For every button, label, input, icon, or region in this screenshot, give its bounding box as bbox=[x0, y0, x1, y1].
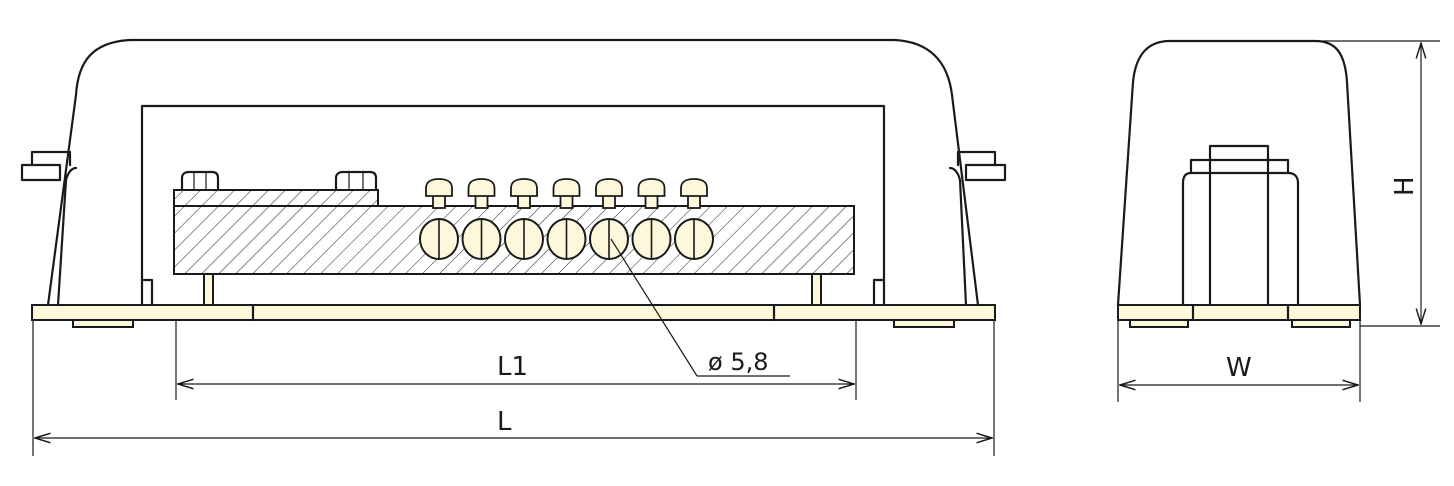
side-view bbox=[1116, 39, 1362, 328]
screw-head bbox=[467, 178, 496, 197]
terminal-screw bbox=[461, 178, 502, 260]
h-label: H bbox=[1390, 176, 1420, 196]
screw-head bbox=[510, 178, 538, 197]
l1-dimension: L1 bbox=[175, 320, 857, 400]
terminal-screw bbox=[674, 178, 714, 260]
left-foot bbox=[72, 319, 134, 328]
diameter-callout: ø 5,8 bbox=[610, 238, 790, 377]
terminal-screw bbox=[419, 178, 459, 260]
l-dimension: L bbox=[32, 320, 995, 456]
l-label: L bbox=[497, 407, 512, 437]
support-post-left bbox=[203, 273, 214, 306]
w-dimension: W bbox=[1117, 320, 1361, 402]
base-plate bbox=[31, 303, 996, 328]
front-view: ø 5,8 bbox=[20, 38, 1007, 377]
terminal-bar-step bbox=[173, 189, 379, 207]
terminal-screw bbox=[589, 178, 629, 260]
screw-head bbox=[425, 178, 453, 197]
outer-cover bbox=[46, 38, 980, 307]
right-foot bbox=[893, 319, 955, 328]
side-base-plate bbox=[1117, 304, 1361, 321]
hex-nut-right bbox=[334, 170, 378, 192]
screw-head bbox=[637, 178, 666, 197]
inner-window bbox=[140, 104, 886, 307]
side-cover bbox=[1116, 39, 1362, 307]
h-dimension: H bbox=[1315, 40, 1440, 327]
terminal-screw bbox=[631, 178, 672, 260]
l1-label: L1 bbox=[497, 352, 528, 382]
hex-nut-left bbox=[180, 170, 220, 192]
terminal-screws bbox=[419, 178, 714, 260]
side-foot-left bbox=[1129, 319, 1189, 328]
terminal-screw bbox=[504, 178, 544, 260]
w-label: W bbox=[1226, 353, 1252, 383]
diameter-label: ø 5,8 bbox=[708, 348, 768, 376]
side-terminal bbox=[1181, 144, 1300, 307]
base-plate-body bbox=[31, 304, 996, 321]
screw-head bbox=[595, 178, 623, 197]
screw-head bbox=[680, 178, 708, 197]
side-foot-right bbox=[1291, 319, 1351, 328]
screw-head bbox=[552, 178, 581, 197]
terminal-screw bbox=[546, 178, 587, 260]
left-mounting-tab bbox=[20, 150, 72, 182]
support-post-right bbox=[811, 273, 822, 306]
right-mounting-tab bbox=[956, 150, 1007, 182]
